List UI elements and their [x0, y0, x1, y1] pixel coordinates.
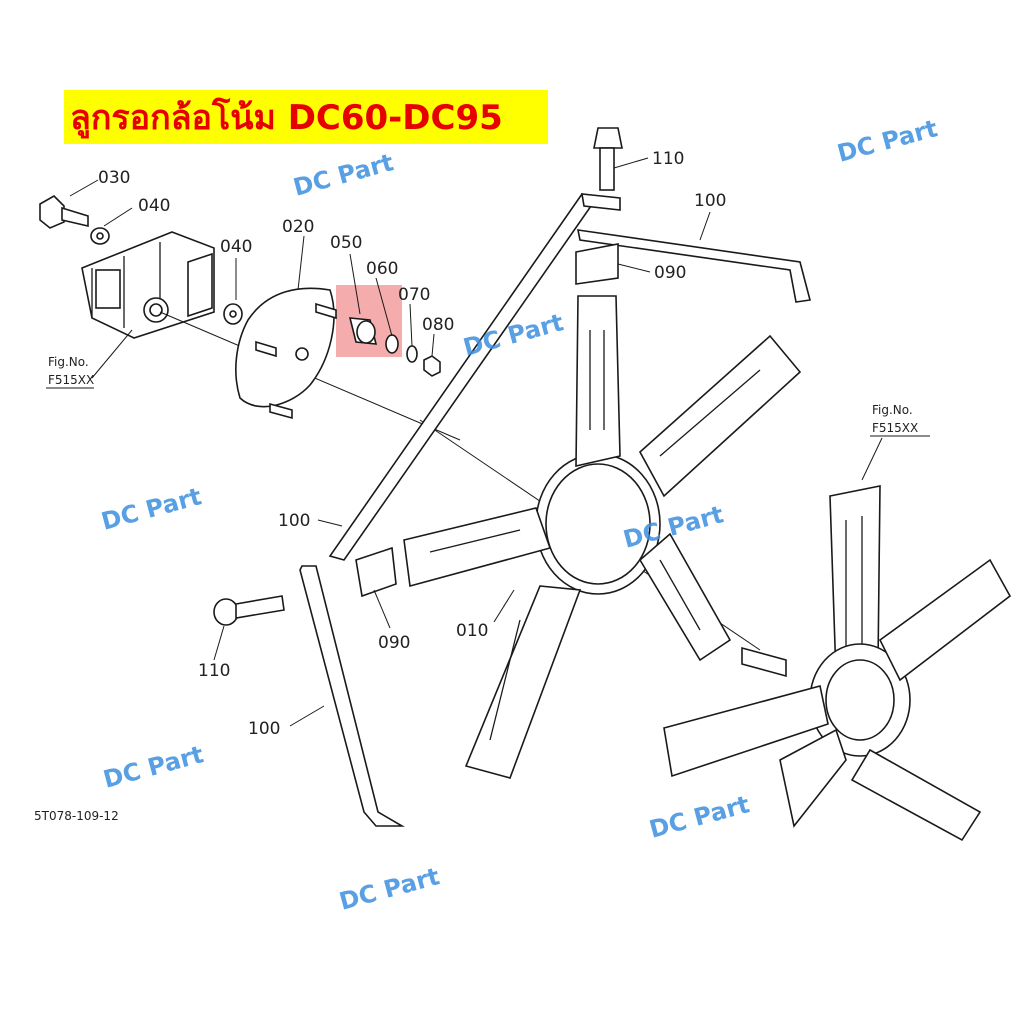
frame-bracket: [81, 231, 215, 339]
label-070: 070: [398, 285, 430, 305]
part-030-bolt: [39, 195, 89, 229]
leader-lines: [69, 157, 883, 727]
label-060: 060: [366, 259, 398, 279]
title-banner: ลูกรอกล้อโน้ม DC60-DC95: [64, 90, 548, 144]
part-080-nut: [423, 355, 441, 377]
watermark-8: DC Part: [336, 862, 442, 916]
part-090-clamp-lower: [355, 546, 397, 598]
watermark-1: DC Part: [290, 148, 396, 202]
drawing-number: 5T078-109-12: [34, 809, 119, 823]
label-110-lower: 110: [198, 661, 230, 681]
fig-ref-left-line1: Fig.No.: [48, 355, 89, 369]
part-100-bar-lower: [299, 565, 405, 827]
label-090-upper: 090: [654, 263, 686, 283]
reel-assembly-right: [663, 485, 1012, 842]
fig-ref-right-line2: F515XX: [872, 421, 918, 435]
fig-ref-left-line2: F515XX: [48, 373, 94, 387]
part-020-plate: [235, 287, 337, 420]
part-100-bracket-upper: [576, 229, 812, 303]
fig-ref-right-line1: Fig.No.: [872, 403, 913, 417]
part-090-clamp-upper: [575, 243, 619, 285]
part-110-bolt-lower: [213, 595, 285, 626]
part-060-washer: [385, 334, 399, 354]
label-090-lower: 090: [378, 633, 410, 653]
part-110-bolt-upper: [593, 127, 623, 191]
label-100-lower: 100: [248, 719, 280, 739]
label-050: 050: [330, 233, 362, 253]
label-020: 020: [282, 217, 314, 237]
label-010: 010: [456, 621, 488, 641]
part-050-roller: [348, 317, 378, 345]
label-100-upper: 100: [694, 191, 726, 211]
watermark-2: DC Part: [834, 114, 940, 168]
label-080: 080: [422, 315, 454, 335]
watermark-4: DC Part: [98, 482, 204, 536]
watermark-6: DC Part: [100, 740, 206, 794]
watermark-7: DC Part: [646, 790, 752, 844]
label-040-upper: 040: [138, 196, 170, 216]
label-030: 030: [98, 168, 130, 188]
label-040-lower: 040: [220, 237, 252, 257]
label-100-middle: 100: [278, 511, 310, 531]
part-070-lockwasher: [406, 345, 418, 363]
label-110-upper: 110: [652, 149, 684, 169]
part-010-reel: [403, 295, 802, 779]
page-title: ลูกรอกล้อโน้ม DC60-DC95: [70, 98, 503, 138]
